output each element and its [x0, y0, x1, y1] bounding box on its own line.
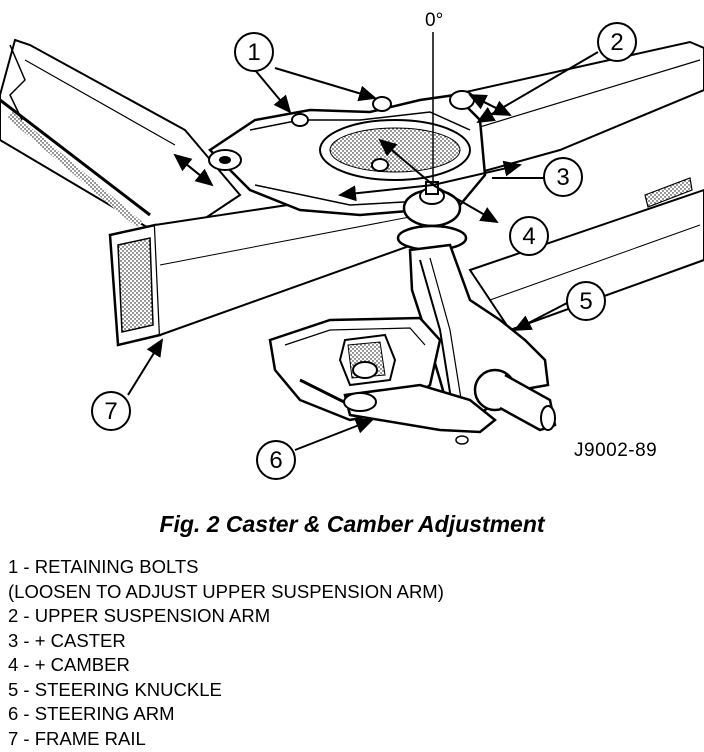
- svg-text:4: 4: [522, 223, 535, 250]
- caster-arrow-back: [338, 184, 434, 202]
- legend-item: 4 - + CAMBER: [8, 654, 130, 675]
- figure-caption: Fig. 2 Caster & Camber Adjustment: [159, 511, 545, 537]
- leader-5: [513, 302, 568, 331]
- leader-1b: [274, 67, 377, 102]
- callout-4: 4: [509, 216, 549, 256]
- leader-1a: [254, 69, 292, 114]
- caster-arrow-fwd: [432, 160, 522, 186]
- angle-label: 0°: [425, 10, 443, 31]
- figure-id: J9002-89: [574, 440, 658, 461]
- legend-item: (LOOSEN TO ADJUST UPPER SUSPENSION ARM): [8, 580, 444, 602]
- camber-arrow-out: [432, 184, 499, 224]
- adjustment-arrows: [173, 94, 522, 224]
- right-frame: [428, 40, 704, 332]
- legend-item: 3 - + CASTER: [8, 629, 126, 651]
- callout-7: 7: [91, 391, 131, 431]
- callout-5: 5: [566, 281, 606, 321]
- callout-2: 2: [597, 22, 637, 62]
- svg-text:2: 2: [610, 29, 623, 56]
- svg-text:6: 6: [269, 447, 282, 474]
- legend-item: 6 - STEERING ARM: [8, 703, 175, 724]
- leader-6: [294, 418, 374, 451]
- legend-item: 1 - RETAINING BOLTS: [8, 556, 199, 577]
- legend-list: 1 - RETAINING BOLTS (LOOSEN TO ADJUST UP…: [8, 555, 444, 751]
- camber-arrow-in: [378, 138, 434, 186]
- legend-item: 5 - STEERING KNUCKLE: [8, 678, 222, 700]
- steering-arm: [343, 383, 498, 445]
- leader-7: [127, 338, 164, 396]
- legend-item: 2 - UPPER SUSPENSION ARM: [8, 605, 271, 626]
- callout-6: 6: [256, 440, 296, 480]
- callout-1: 1: [234, 32, 274, 72]
- svg-text:7: 7: [104, 398, 117, 425]
- leader-2: [476, 51, 599, 124]
- legend-item: 7 - FRAME RAIL: [8, 727, 146, 749]
- svg-text:5: 5: [579, 288, 592, 315]
- svg-text:3: 3: [556, 164, 569, 191]
- callout-3: 3: [543, 157, 583, 197]
- suspension-illustration: 0° 1 2 3 4 5 6: [0, 10, 704, 480]
- svg-text:1: 1: [247, 39, 260, 66]
